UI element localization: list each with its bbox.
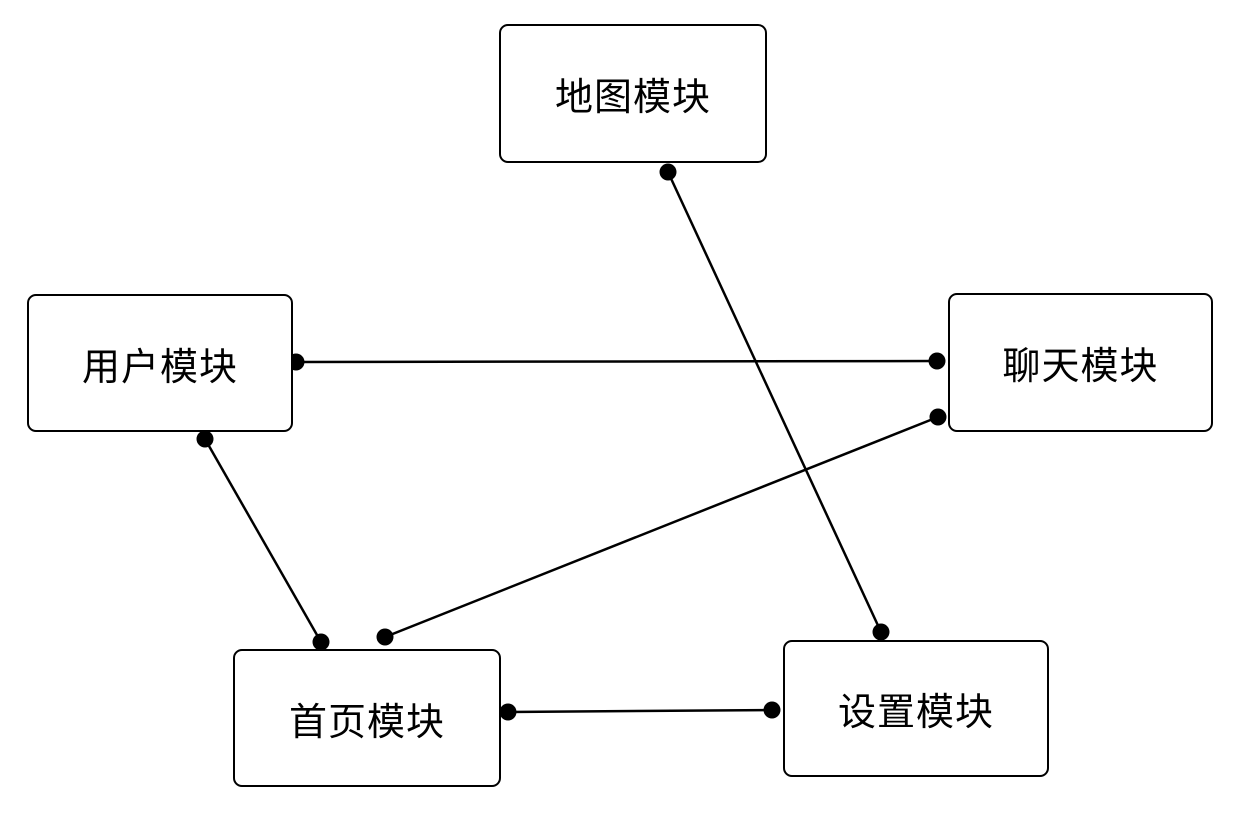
edge-map-settings[interactable] xyxy=(666,171,883,633)
edge-user-home[interactable] xyxy=(203,438,323,643)
node-user-module[interactable]: 用户模块 xyxy=(27,294,293,432)
node-home-module-label: 首页模块 xyxy=(288,701,445,744)
edge-endpoint-dot[interactable] xyxy=(872,623,890,641)
edge-endpoint-dot[interactable] xyxy=(929,408,947,426)
edge-endpoint-dot[interactable] xyxy=(499,703,517,721)
node-chat-module[interactable]: 聊天模块 xyxy=(948,293,1213,432)
node-user-module-label: 用户模块 xyxy=(81,346,238,389)
edge-endpoint-dot[interactable] xyxy=(763,701,781,719)
node-map-module[interactable]: 地图模块 xyxy=(499,24,767,163)
edge-home-chat[interactable] xyxy=(384,415,939,639)
edge-endpoint-dot[interactable] xyxy=(376,628,394,646)
node-settings-module-label: 设置模块 xyxy=(837,692,994,734)
node-home-module[interactable]: 首页模块 xyxy=(233,649,501,787)
edge-endpoint-dot[interactable] xyxy=(312,633,330,651)
edge-home-settings[interactable] xyxy=(507,708,773,714)
edge-user-chat[interactable] xyxy=(295,359,941,364)
node-settings-module[interactable]: 设置模块 xyxy=(783,640,1049,777)
edge-endpoint-dot[interactable] xyxy=(196,430,214,448)
edge-endpoint-dot[interactable] xyxy=(928,352,946,370)
node-map-module-label: 地图模块 xyxy=(554,77,711,119)
node-chat-module-label: 聊天模块 xyxy=(1002,346,1159,388)
edge-endpoint-dot[interactable] xyxy=(659,163,677,181)
